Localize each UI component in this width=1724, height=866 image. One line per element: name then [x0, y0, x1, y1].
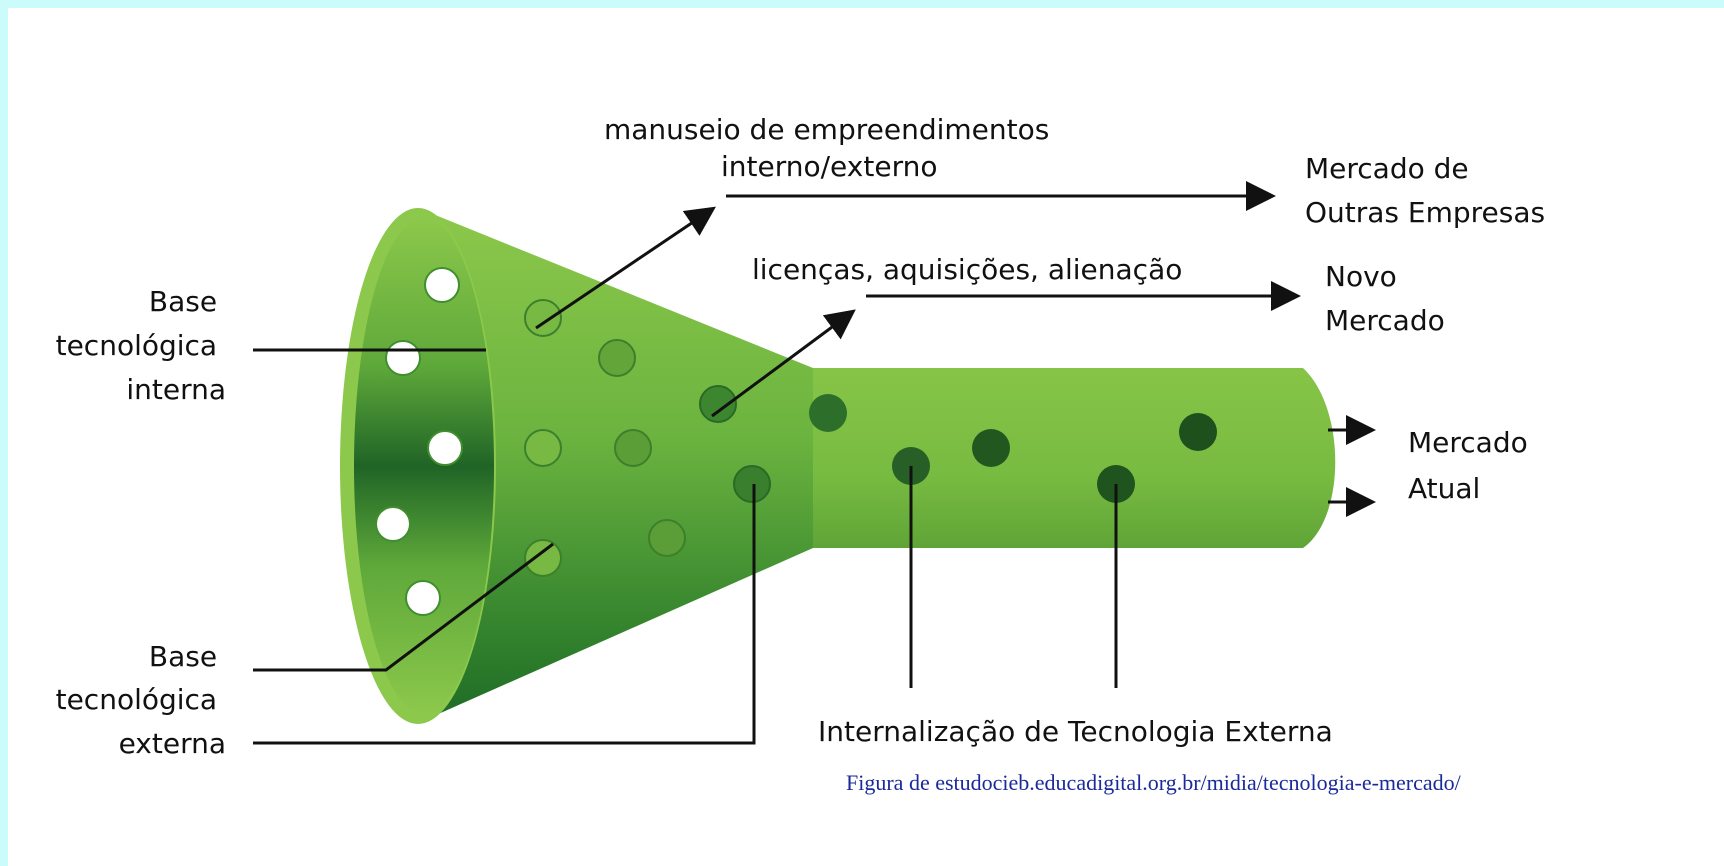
- external-base-pointer: [253, 542, 554, 672]
- internal-tech-dot: [375, 506, 411, 542]
- licensing-diagonal-arrow: [711, 309, 856, 418]
- funnel: [340, 208, 1336, 724]
- technology-dot: [524, 539, 562, 577]
- internal-tech-dot: [405, 580, 441, 616]
- funnel-cone: [418, 208, 813, 723]
- diagram-canvas: Base tecnológica interna Base tecnológic…: [8, 8, 1724, 866]
- funnel-tube: [813, 368, 1336, 548]
- internal-tech-dot: [385, 340, 421, 376]
- technology-dot: [598, 339, 636, 377]
- external-base-label: Base tecnológica externa: [56, 640, 226, 760]
- current-market-label: Mercado Atual: [1408, 426, 1537, 505]
- internal-tech-dot: [424, 267, 460, 303]
- figure-caption: Figura de estudocieb.educadigital.org.br…: [846, 770, 1462, 795]
- funnel-mouth: [354, 218, 494, 714]
- technology-dot: [733, 465, 771, 503]
- venturing-diagonal-arrow: [535, 206, 716, 330]
- technology-dot: [972, 429, 1010, 467]
- technology-dot: [614, 429, 652, 467]
- internalization-label: Internalização de Tecnologia Externa: [818, 715, 1333, 748]
- other-firms-market-label: Mercado de Outras Empresas: [1305, 152, 1545, 229]
- technology-dot: [648, 519, 686, 557]
- technology-dot: [524, 299, 562, 337]
- technology-dot: [809, 394, 847, 432]
- connectors: [253, 181, 1376, 745]
- internal-base-label: Base tecnológica interna: [56, 285, 226, 406]
- technology-dot: [1179, 413, 1217, 451]
- internal-tech-dot: [427, 430, 463, 466]
- venturing-label: manuseio de empreendimentos interno/exte…: [604, 113, 1058, 183]
- open-innovation-funnel-diagram: Base tecnológica interna Base tecnológic…: [56, 113, 1546, 795]
- external-base-lower-pointer: [253, 484, 756, 745]
- technology-dot: [524, 429, 562, 467]
- new-market-label: Novo Mercado: [1325, 260, 1445, 337]
- labels: Base tecnológica interna Base tecnológic…: [56, 113, 1546, 795]
- technology-dot: [699, 385, 737, 423]
- licensing-label: licenças, aquisições, alienação: [752, 253, 1182, 286]
